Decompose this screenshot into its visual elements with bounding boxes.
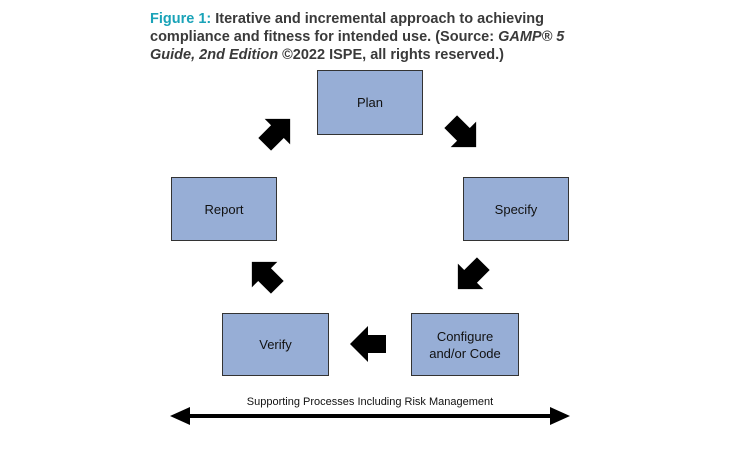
supporting-processes-label: Supporting Processes Including Risk Mana… [246, 396, 494, 408]
arrow-specify-to-configure [445, 250, 497, 302]
configure-label: Configure and/or Code [429, 328, 501, 361]
specify-label: Specify [494, 201, 538, 217]
plan-box: Plan [317, 70, 423, 135]
verify-box: Verify [222, 313, 329, 376]
plan-label: Plan [356, 95, 384, 110]
configure-box: Configure and/or Code [411, 313, 519, 376]
arrow-verify-to-report [239, 249, 291, 301]
figure-label: Figure 1: [150, 11, 212, 27]
caption-text-2: ©2022 ISPE, all rights reserved.) [278, 47, 504, 63]
specify-box: Specify [463, 177, 569, 241]
supporting-processes-arrow [170, 407, 570, 425]
arrow-configure-to-verify [350, 326, 386, 362]
caption-source-title: GAMP® 5 Guide, 2nd Edition [150, 29, 565, 63]
report-label: Report [204, 201, 244, 217]
arrow-plan-to-specify [437, 108, 489, 160]
figure-caption: Figure 1: Iterative and incremental appr… [150, 10, 570, 64]
arrow-report-to-plan [251, 106, 303, 158]
caption-text-1: Iterative and incremental approach to ac… [150, 11, 545, 45]
report-box: Report [171, 177, 277, 241]
verify-label: Verify [259, 337, 292, 352]
